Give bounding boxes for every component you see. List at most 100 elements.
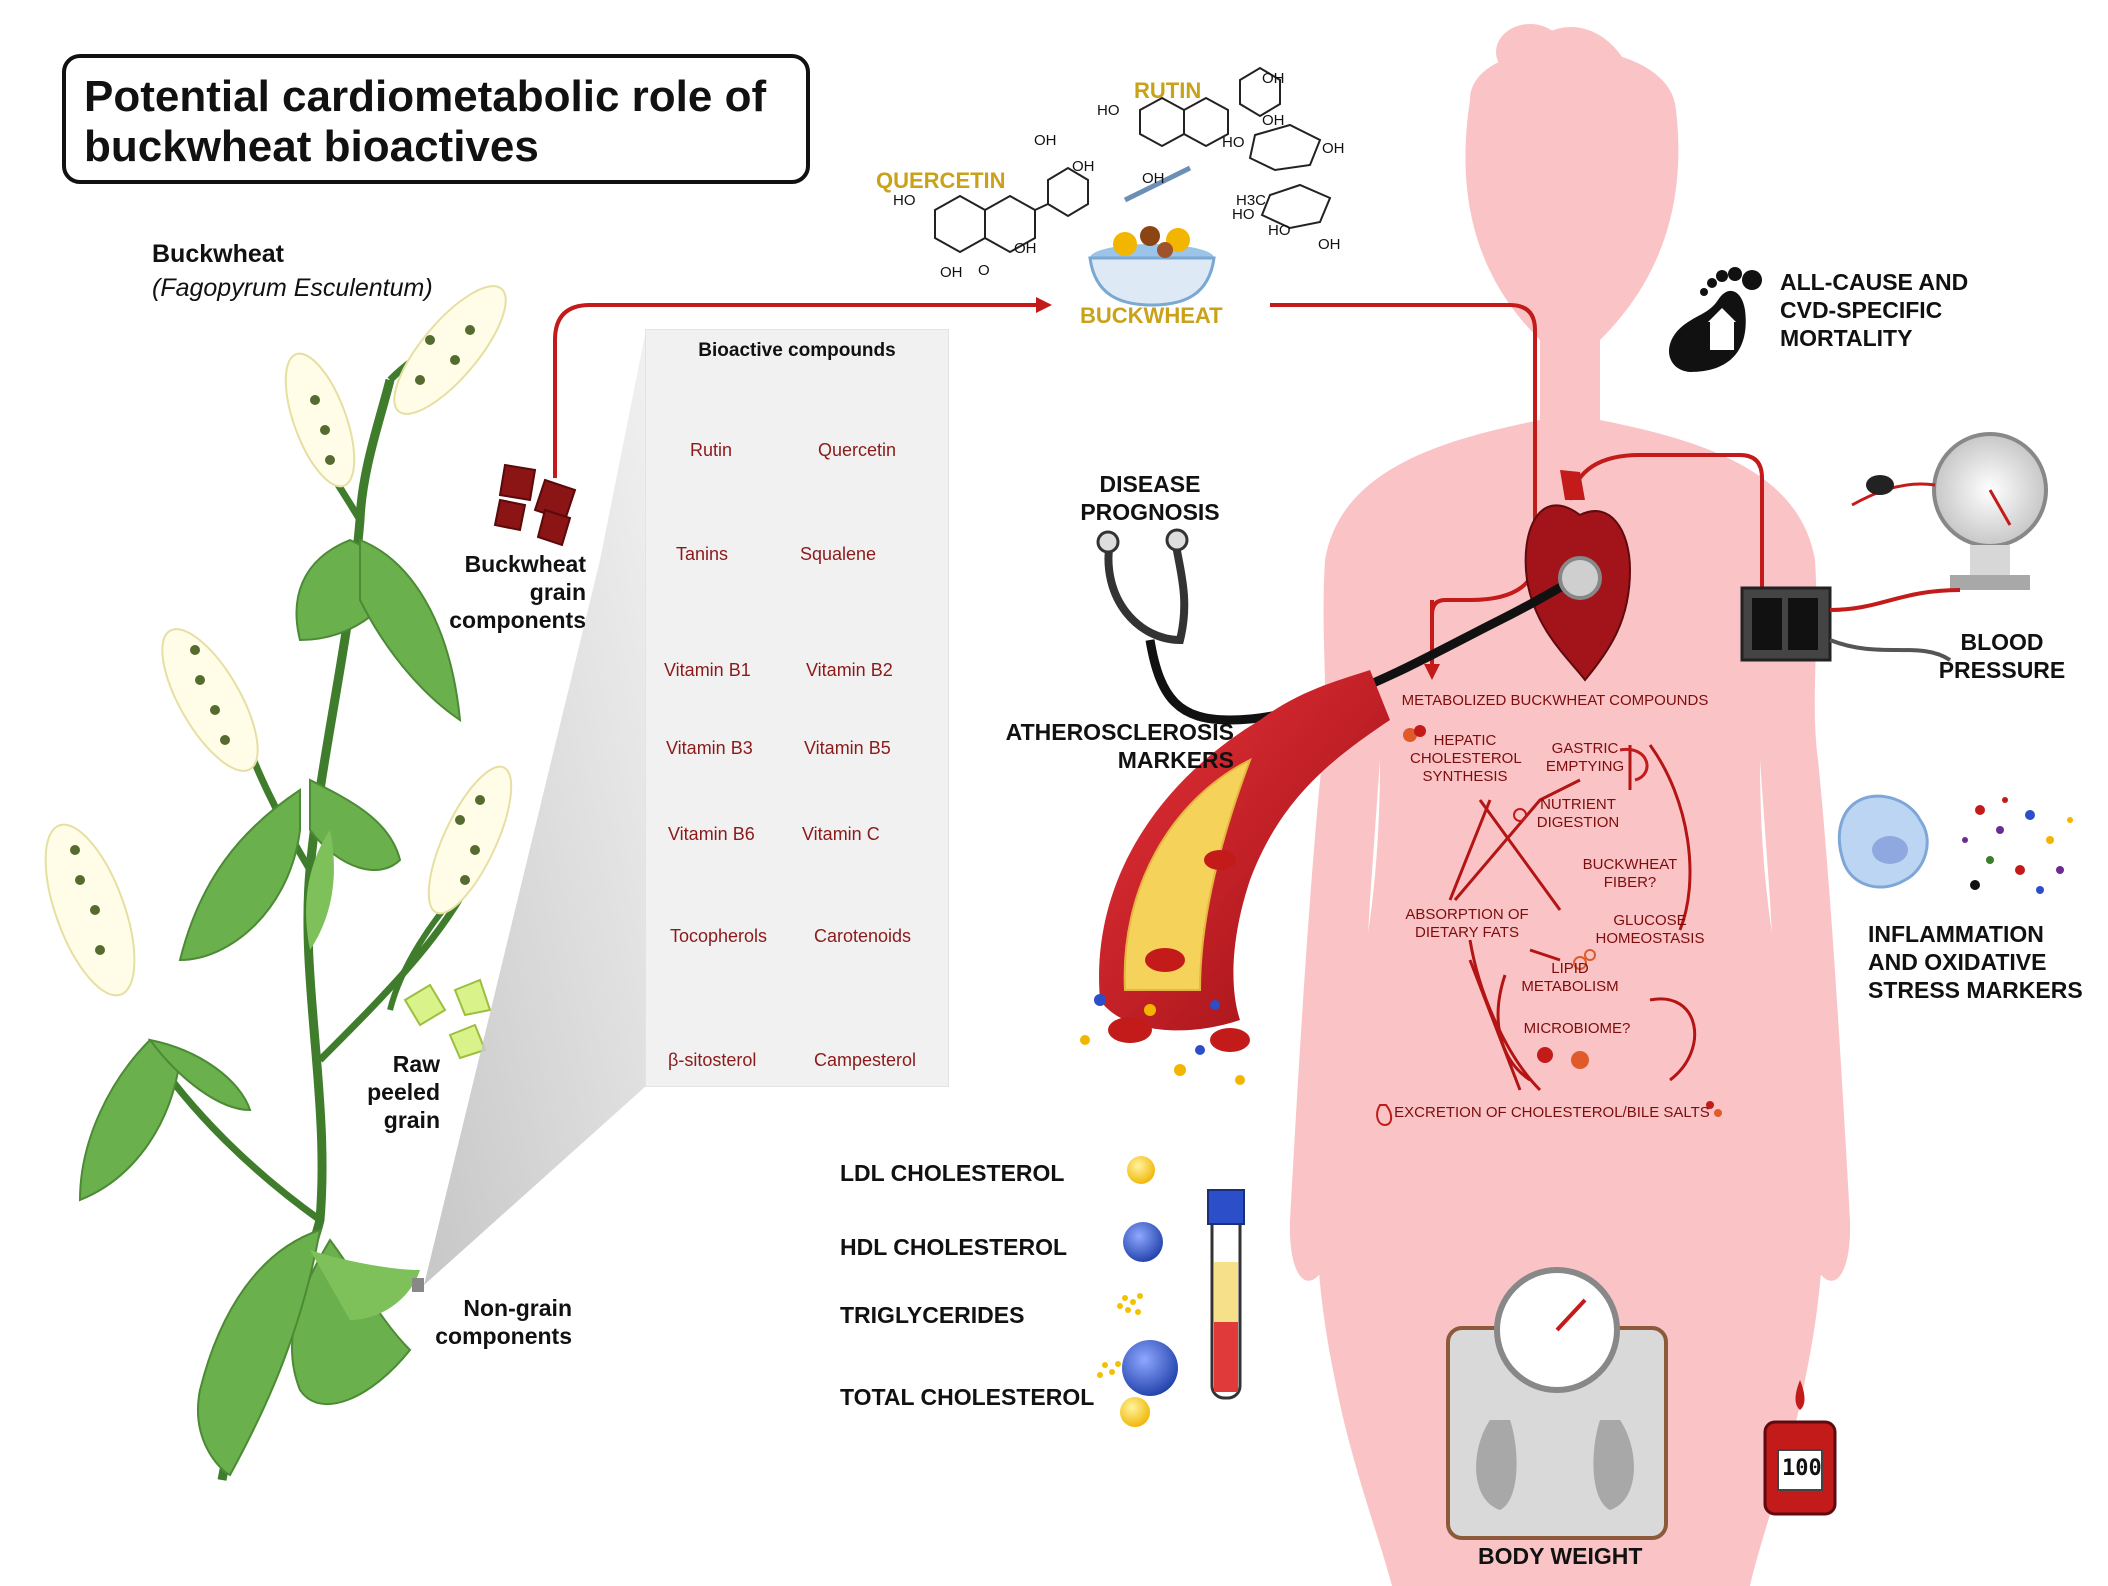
compound-quercetin: Quercetin <box>818 440 897 460</box>
ldl-cholesterol-label: LDL CHOLESTEROL <box>840 1160 1065 1186</box>
bioactive-compounds-panel: Bioactive compounds <box>646 330 948 1086</box>
human-body-silhouette <box>1289 24 1851 1586</box>
lipid-metabolism-label: LIPID METABOLISM <box>1520 960 1620 996</box>
scale-icon <box>1446 1267 1668 1540</box>
fiber-line-1: BUCKWHEAT <box>1582 856 1678 873</box>
panel-title: Bioactive compounds <box>698 340 896 361</box>
oxidative-particles-icon <box>1962 797 2073 894</box>
inflammation-label: INFLAMMATION AND OXIDATIVE STRESS MARKER… <box>1868 920 2083 1004</box>
fiber-line-2: FIBER? <box>1603 874 1657 891</box>
nutrient-digestion-label: NUTRIENT DIGESTION <box>1528 796 1628 832</box>
lipid-line-1: LIPID <box>1551 960 1589 977</box>
glucose-line-1: GLUCOSE <box>1613 912 1687 929</box>
atom-h3c: H3C <box>1236 192 1267 209</box>
grain-to-bowl-arrow <box>553 303 1040 478</box>
atom-ho-2: HO <box>1097 102 1120 119</box>
nutrient-line-1: NUTRIENT <box>1540 796 1616 813</box>
atom-ho-1: HO <box>893 192 916 209</box>
raw-grain-icon <box>403 978 492 1060</box>
compound-tocopherols: Tocopherols <box>670 926 768 946</box>
atom-oh-5: OH <box>1262 70 1285 87</box>
rutin-label: RUTIN <box>1134 78 1202 103</box>
atom-oh-7: OH <box>1142 170 1165 187</box>
excretion-label: EXCRETION OF CHOLESTEROL/BILE SALTS <box>1394 1104 1710 1121</box>
panel-connector-cone <box>424 330 646 1285</box>
compound-tanins: Tanins <box>676 544 729 564</box>
compound-vitamin-b6: Vitamin B6 <box>668 824 755 844</box>
quercetin-label: QUERCETIN <box>876 168 1006 193</box>
prognosis-line-1: DISEASE <box>1099 471 1201 497</box>
gastric-line-1: GASTRIC <box>1551 740 1619 757</box>
mortality-line-1: ALL-CAUSE AND <box>1780 269 1969 295</box>
flower-centers <box>70 325 485 955</box>
test-tube-icon <box>1207 1189 1245 1400</box>
bp-line-1: BLOOD <box>1960 629 2044 655</box>
atom-oh-4: OH <box>940 264 963 281</box>
grain-label-line-1: Buckwheat <box>464 551 586 577</box>
lipid-spheres <box>1097 1156 1178 1427</box>
rutin-structure <box>1139 66 1332 230</box>
atom-oh-9: OH <box>1322 140 1345 157</box>
blood-pressure-label: BLOOD PRESSURE <box>1932 628 2072 684</box>
raw-label-line-2: peeled <box>367 1079 440 1105</box>
bowl-label: BUCKWHEAT <box>1080 303 1223 328</box>
title-line-1: Potential cardiometabolic role of <box>84 72 767 121</box>
atom-oh-8: OH <box>1318 236 1341 253</box>
atom-oh-6: OH <box>1262 112 1285 129</box>
body-weight-label: BODY WEIGHT <box>1478 1543 1643 1569</box>
nutrient-line-2: DIGESTION <box>1536 814 1620 831</box>
quercetin-structure <box>934 166 1089 254</box>
atom-oh-2: OH <box>1072 158 1095 175</box>
compound-vitamin-b5: Vitamin B5 <box>804 738 891 758</box>
compound-beta-sitosterol: β-sitosterol <box>668 1050 757 1070</box>
compound-squalene: Squalene <box>800 544 877 564</box>
compound-vitamin-b1: Vitamin B1 <box>664 660 751 680</box>
absorption-line-2: DIETARY FATS <box>1415 924 1519 941</box>
buckwheat-fiber-label: BUCKWHEAT FIBER? <box>1580 856 1680 892</box>
inflammation-line-2: AND OXIDATIVE <box>1868 949 2047 975</box>
compound-campesterol: Campesterol <box>814 1050 917 1070</box>
buckwheat-bowl-icon <box>1088 165 1216 307</box>
grain-components-label: Buckwheat grain components <box>420 550 586 634</box>
atherosclerosis-label: ATHEROSCLEROSIS MARKERS <box>980 718 1234 774</box>
hepatic-line-3: SYNTHESIS <box>1422 768 1508 785</box>
atom-oh-3: OH <box>1014 240 1037 257</box>
absorption-label: ABSORPTION OF DIETARY FATS <box>1402 906 1532 942</box>
buckwheat-plant <box>78 316 501 1481</box>
footprint-icon <box>1669 267 1762 372</box>
bowl-to-body-line <box>1270 303 1537 670</box>
raw-label-line-3: grain <box>383 1107 440 1133</box>
lipid-line-2: METABOLISM <box>1521 978 1619 995</box>
glucose-line-2: HOMEOSTASIS <box>1595 930 1705 947</box>
glucometer-reading: 100 <box>1782 1456 1822 1481</box>
athero-line-2: MARKERS <box>1117 747 1234 773</box>
inflammation-line-1: INFLAMMATION <box>1868 921 2044 947</box>
mechanism-header: METABOLIZED BUCKWHEAT COMPOUNDS <box>1401 692 1709 709</box>
mortality-line-3: MORTALITY <box>1780 325 1913 351</box>
hdl-cholesterol-label: HDL CHOLESTEROL <box>840 1234 1068 1260</box>
compound-vitamin-c: Vitamin C <box>802 824 880 844</box>
hepatic-line-1: HEPATIC <box>1433 732 1497 749</box>
atom-ho-5: HO <box>1268 222 1291 239</box>
raw-grain-label: Raw peeled grain <box>330 1050 440 1134</box>
non-grain-line-1: Non-grain <box>463 1295 572 1321</box>
grain-label-line-2: grain <box>529 579 586 605</box>
prognosis-label: DISEASE PROGNOSIS <box>1070 470 1230 526</box>
atom-o-1: O <box>978 262 990 279</box>
prognosis-line-2: PROGNOSIS <box>1080 499 1220 525</box>
atom-ho-3: HO <box>1222 134 1245 151</box>
non-grain-label: Non-grain components <box>420 1294 572 1350</box>
hepatic-synthesis-label: HEPATIC CHOLESTEROL SYNTHESIS <box>1410 732 1522 786</box>
glucose-homeostasis-label: GLUCOSE HOMEOSTASIS <box>1590 912 1710 948</box>
blood-pressure-monitor-icon <box>1740 432 2048 662</box>
absorption-line-1: ABSORPTION OF <box>1405 906 1529 923</box>
plant-name: Buckwheat <box>152 240 284 268</box>
compound-vitamin-b2: Vitamin B2 <box>806 660 893 680</box>
buckwheat-grain-icon <box>493 463 577 547</box>
atom-ho-4: HO <box>1232 206 1255 223</box>
triglycerides-label: TRIGLYCERIDES <box>840 1302 1025 1328</box>
compound-rutin: Rutin <box>690 440 733 460</box>
bp-line-2: PRESSURE <box>1938 657 2066 683</box>
gastric-line-2: EMPTYING <box>1545 758 1625 775</box>
